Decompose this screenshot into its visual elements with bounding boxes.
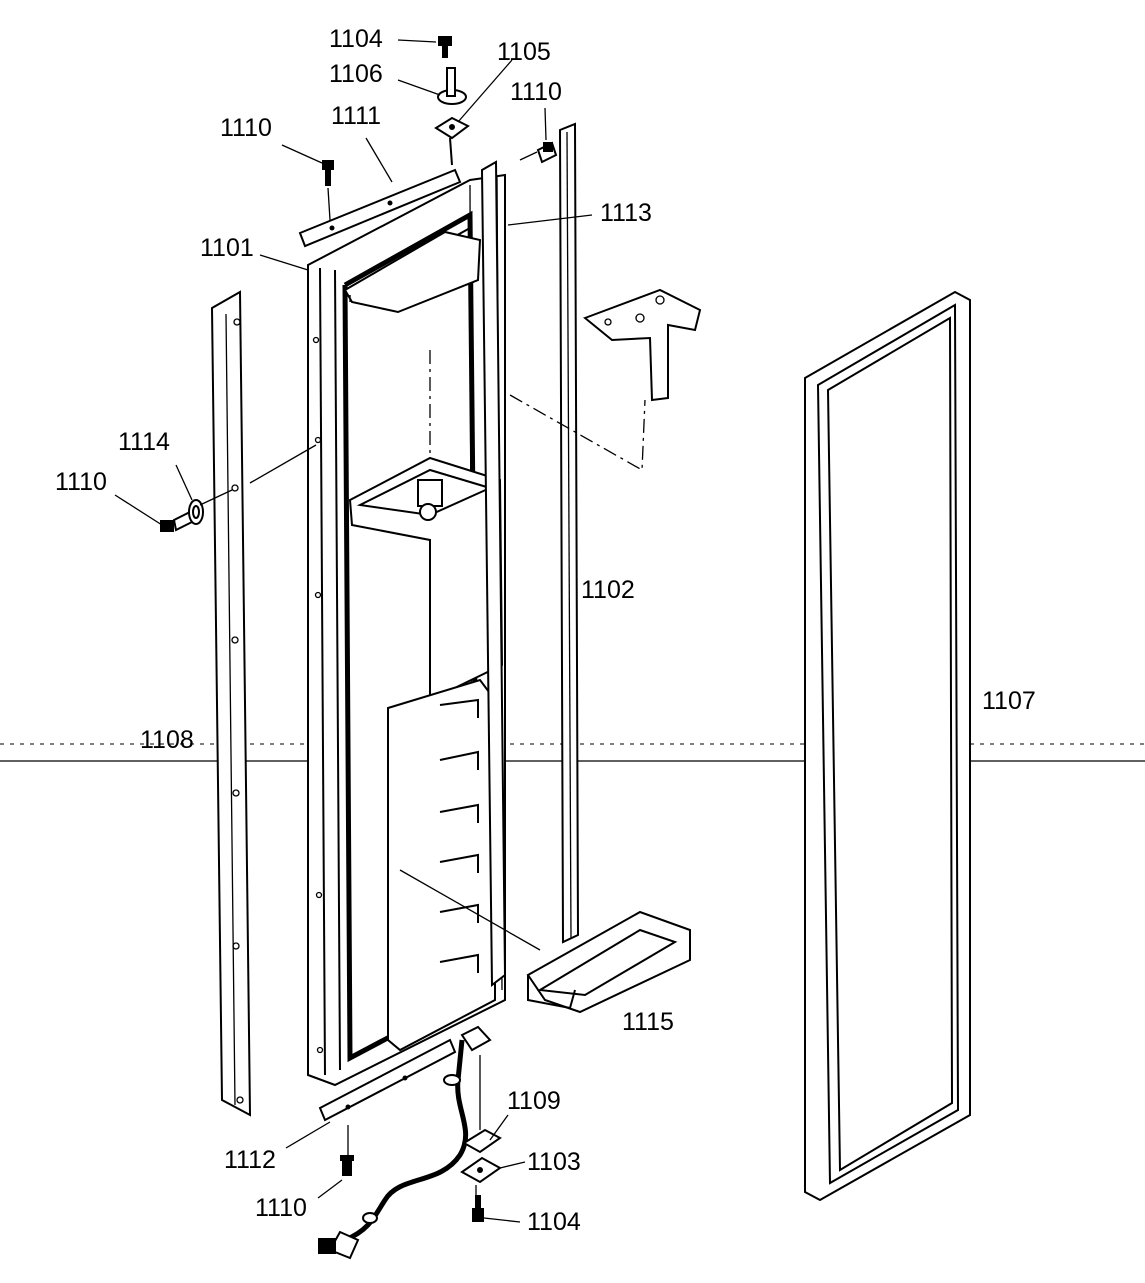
screw-1110-bottom: [340, 1155, 354, 1176]
label-1107: 1107: [982, 687, 1036, 715]
part-bracket-plate: [583, 288, 702, 402]
screw-1110-top-left: [322, 160, 334, 221]
part-1105-washer: [434, 116, 470, 166]
label-1109: 1109: [507, 1087, 561, 1115]
washer-1114: [188, 499, 204, 525]
part-cable-harness: [318, 1039, 469, 1260]
label-1112: 1112: [224, 1146, 276, 1174]
label-1113: 1113: [600, 199, 652, 227]
part-1106-hinge-pin: [437, 67, 467, 105]
part-1113-side-trim: [480, 160, 507, 988]
label-1115: 1115: [622, 1008, 674, 1036]
part-1115-bin: [526, 910, 691, 1014]
label-1111: 1111: [331, 102, 381, 130]
part-1107-door-panel: [804, 290, 971, 1202]
label-1110-left: 1110: [55, 468, 107, 496]
screw-1104-bottom: [472, 1195, 484, 1222]
label-1110-top-left: 1110: [220, 114, 272, 142]
screw-1110-left: [160, 510, 194, 532]
part-1103-hinge: [460, 1156, 502, 1184]
label-1104-top: 1104: [329, 25, 383, 53]
leader-lines: [114, 39, 593, 1223]
label-1106: 1106: [329, 60, 383, 88]
label-1110-top-right: 1110: [510, 78, 562, 106]
part-1101-door-liner: [307, 173, 506, 1087]
label-1108: 1108: [140, 726, 194, 754]
label-1102: 1102: [581, 576, 635, 604]
label-1101: 1101: [200, 234, 254, 262]
part-1102-strip: [558, 122, 580, 944]
screw-1104-top: [438, 36, 452, 58]
part-hinge-plate-bottom: [460, 1025, 492, 1052]
callout-labels: 1104 1105 1106 1110 1110 1111 1113 1101 …: [55, 25, 1036, 1236]
part-1108-hinge-strip: [210, 290, 252, 1117]
label-1105: 1105: [497, 38, 551, 66]
part-1112-bottom-bracket: [318, 1038, 457, 1122]
label-1114: 1114: [118, 428, 170, 456]
assembly-guides: [199, 151, 646, 1195]
part-1111-top-bracket: [298, 168, 462, 248]
label-1103: 1103: [527, 1148, 581, 1176]
label-1104-bottom: 1104: [527, 1208, 581, 1236]
label-1110-bottom: 1110: [255, 1194, 307, 1222]
part-1109-plate: [462, 1128, 502, 1154]
screw-1110-top-right: [536, 141, 558, 164]
